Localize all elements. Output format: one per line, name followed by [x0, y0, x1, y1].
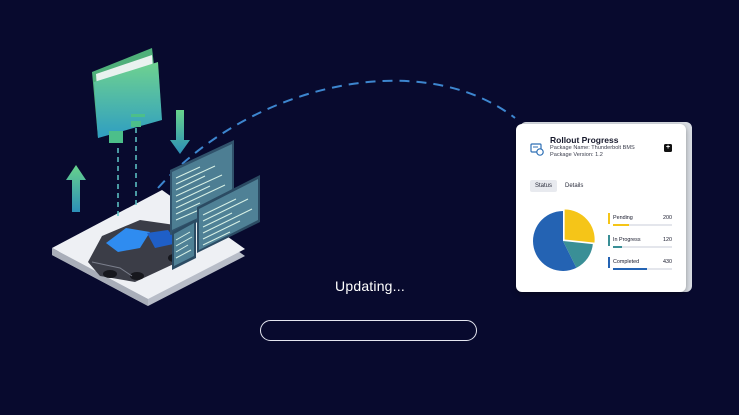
- legend-fill: [613, 246, 623, 248]
- pie-slice-completed: [533, 211, 577, 271]
- code-panel-small: [172, 219, 196, 270]
- legend-in-progress: In Progress 120: [608, 235, 672, 253]
- package-icon: [530, 143, 544, 156]
- legend-swatch: [608, 235, 610, 246]
- legend-label: In Progress: [613, 237, 641, 243]
- legend-track: [613, 246, 672, 248]
- legend-swatch: [608, 213, 610, 224]
- download-arrow-icon: [170, 110, 190, 154]
- legend-fill: [613, 268, 647, 270]
- code-panel-front: [197, 175, 260, 253]
- legend-pending: Pending 200: [608, 213, 672, 231]
- add-button[interactable]: +: [664, 144, 672, 152]
- rollout-progress-card: Rollout Progress Package Name: Thunderbo…: [516, 124, 686, 292]
- rollout-pie-chart: [533, 209, 595, 271]
- connector-lines: [117, 128, 137, 218]
- package-name: Package Name: Thunderbolt BMS: [550, 145, 635, 151]
- legend-value: 120: [663, 237, 672, 243]
- pie-slice-pending: [564, 209, 595, 243]
- legend-track: [613, 224, 672, 226]
- legend-fill: [613, 224, 629, 226]
- legend-track: [613, 268, 672, 270]
- update-progress-bar: [260, 320, 477, 341]
- legend-label: Pending: [613, 215, 633, 221]
- legend-completed: Completed 430: [608, 257, 672, 275]
- pie-slice-in-progress: [563, 241, 593, 268]
- legend-swatch: [608, 257, 610, 268]
- data-transfer-arc: [157, 79, 516, 189]
- legend-label: Completed: [613, 259, 640, 265]
- tab-status[interactable]: Status: [530, 180, 558, 192]
- legend-value: 200: [663, 215, 672, 221]
- tab-details[interactable]: Details: [565, 183, 584, 189]
- folder-icon: [92, 48, 162, 143]
- updating-label: Updating...: [335, 278, 405, 294]
- upload-arrow-icon: [66, 165, 86, 212]
- package-version: Package Version: 1.2: [550, 152, 603, 158]
- legend-value: 430: [663, 259, 672, 265]
- card-title: Rollout Progress: [550, 135, 619, 145]
